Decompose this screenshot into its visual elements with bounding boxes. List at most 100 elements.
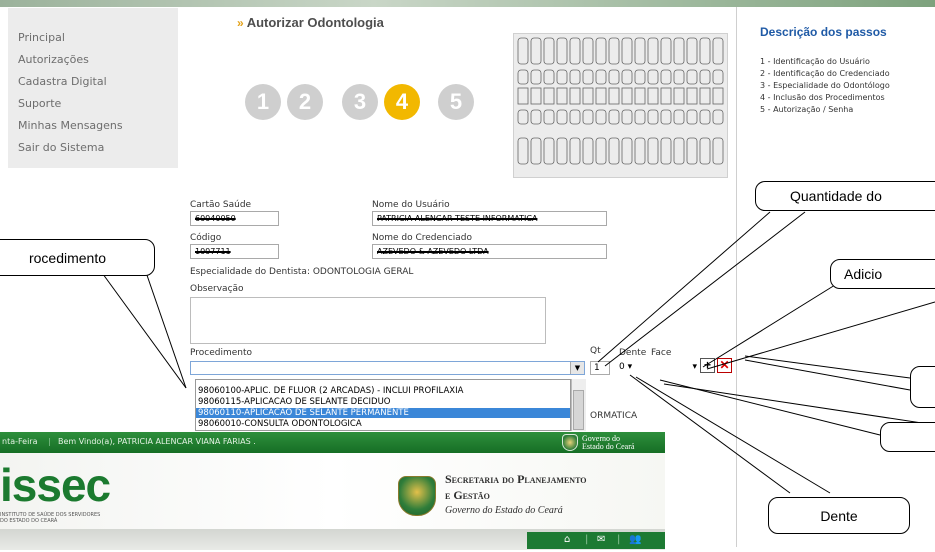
dente-label: Dente	[619, 348, 647, 358]
tooth-shape	[686, 87, 698, 105]
people-icon[interactable]: 👥	[629, 534, 642, 545]
tooth-shape	[517, 37, 529, 65]
tooth-shape	[543, 69, 555, 85]
tooth-shape	[608, 37, 620, 65]
tooth-shape	[712, 109, 724, 125]
tooth-shape	[712, 69, 724, 85]
tooth-shape	[673, 87, 685, 105]
credenciado-field[interactable]: AZEVEDO & AZEVEDO LTDA	[372, 244, 607, 259]
menu-item-cadastra-digital[interactable]: Cadastra Digital	[18, 75, 107, 88]
tooth-shape	[699, 87, 711, 105]
tooth-shape	[569, 137, 581, 165]
tooth-shape	[608, 137, 620, 165]
sidebar-step-5: 5 - Autorização / Senha	[760, 105, 854, 114]
tooth-shape	[621, 137, 633, 165]
tooth-chart[interactable]	[513, 33, 728, 178]
tooth-shape	[595, 109, 607, 125]
dropdown-option[interactable]: 98060115-APLICACAO DE SELANTE DECIDUO	[198, 397, 391, 407]
welcome-bar: nta-Feira | Bem Vindo(a), PATRICIA ALENC…	[0, 432, 665, 453]
welcome-text: Bem Vindo(a), PATRICIA ALENCAR VIANA FAR…	[58, 437, 256, 446]
tooth-shape	[621, 69, 633, 85]
tooth-shape	[699, 137, 711, 165]
state-crest-icon	[398, 476, 436, 516]
tooth-shape	[556, 37, 568, 65]
tooth-shape	[621, 37, 633, 65]
tooth-chart-graphic	[517, 37, 724, 165]
dente-select[interactable]: 0 ▾	[619, 361, 651, 375]
qt-input[interactable]: 1	[590, 361, 610, 375]
usuario-value: PATRICIA ALENCAR TESTE INFORMATICA	[377, 214, 538, 223]
observacao-textarea[interactable]	[190, 297, 546, 344]
chevron-down-icon[interactable]: ▼	[570, 362, 584, 374]
step-2[interactable]: 2	[287, 84, 323, 120]
step-5[interactable]: 5	[438, 84, 474, 120]
codigo-value: 1007711	[195, 247, 231, 256]
pointer-face-2	[744, 359, 911, 391]
tooth-shape	[634, 137, 646, 165]
mail-icon[interactable]: ✉	[597, 534, 606, 545]
tooth-shape	[647, 137, 659, 165]
face-label: Face	[651, 348, 672, 358]
sidebar-divider	[736, 7, 737, 547]
usuario-field[interactable]: PATRICIA ALENCAR TESTE INFORMATICA	[372, 211, 607, 226]
bottom-bar	[0, 529, 665, 550]
double-chevron-icon: »	[237, 16, 244, 30]
dropdown-scroll-thumb[interactable]	[573, 390, 584, 430]
step-4-active[interactable]: 4	[384, 84, 420, 120]
menu-item-sair[interactable]: Sair do Sistema	[18, 141, 105, 154]
gov-small-line1: Governo do	[582, 434, 620, 443]
procedimento-dropdown[interactable]: 98060100-APLIC. DE FLUOR (2 ARCADAS) - I…	[195, 379, 571, 431]
tooth-shape	[543, 137, 555, 165]
tooth-shape	[530, 109, 542, 125]
tooth-shape	[686, 69, 698, 85]
tooth-shape	[647, 87, 659, 105]
tooth-shape	[673, 69, 685, 85]
callout-adicionar: Adicio	[830, 259, 935, 289]
separator: |	[617, 534, 621, 545]
secretaria-title-2: e Gestão	[445, 488, 490, 502]
issec-logo[interactable]: issec	[0, 459, 111, 511]
left-menu: Principal Autorizações Cadastra Digital …	[8, 8, 178, 168]
dropdown-option[interactable]: 98060010-CONSULTA ODONTOLOGICA	[198, 419, 362, 429]
usuario-label: Nome do Usuário	[372, 200, 450, 210]
procedimento-select[interactable]	[190, 361, 585, 375]
pointer-quantidade-2	[604, 211, 806, 367]
tooth-shape	[660, 137, 672, 165]
home-icon[interactable]: ⌂	[564, 534, 571, 545]
add-procedure-button[interactable]: +	[700, 358, 715, 373]
tooth-shape	[517, 87, 529, 105]
codigo-field[interactable]: 1007711	[190, 244, 279, 259]
governo-text: Governo do Estado do Ceará	[445, 505, 563, 516]
tooth-shape	[582, 87, 594, 105]
step-1[interactable]: 1	[245, 84, 281, 120]
cartao-field[interactable]: 60040050	[190, 211, 279, 226]
tooth-shape	[608, 69, 620, 85]
tooth-shape	[608, 87, 620, 105]
separator: |	[585, 534, 589, 545]
dropdown-option[interactable]: 98060100-APLIC. DE FLUOR (2 ARCADAS) - I…	[198, 386, 464, 396]
menu-item-suporte[interactable]: Suporte	[18, 97, 62, 110]
tooth-shape	[595, 137, 607, 165]
tooth-shape	[530, 69, 542, 85]
especialidade-text: Especialidade do Dentista: ODONTOLOGIA G…	[190, 267, 414, 277]
tooth-shape	[556, 69, 568, 85]
face-select[interactable]: ▾	[657, 361, 697, 375]
step-3[interactable]: 3	[342, 84, 378, 120]
pointer-face	[744, 355, 911, 379]
tooth-shape	[569, 37, 581, 65]
tooth-shape	[569, 109, 581, 125]
separator: |	[48, 437, 51, 446]
remove-procedure-button[interactable]: ✕	[717, 358, 732, 373]
tooth-shape	[582, 69, 594, 85]
tooth-shape	[530, 87, 542, 105]
pointer-adicionar	[702, 284, 836, 368]
tooth-shape	[686, 137, 698, 165]
issec-subtitle-2: DO ESTADO DO CEARÁ	[0, 518, 58, 524]
tooth-shape	[634, 87, 646, 105]
menu-item-mensagens[interactable]: Minhas Mensagens	[18, 119, 123, 132]
tooth-shape	[582, 37, 594, 65]
menu-item-autorizacoes[interactable]: Autorizações	[18, 53, 89, 66]
dropdown-option-selected[interactable]: 98060110-APLICACAO DE SELANTE PERMANENTE	[196, 408, 570, 418]
menu-item-principal[interactable]: Principal	[18, 31, 65, 44]
